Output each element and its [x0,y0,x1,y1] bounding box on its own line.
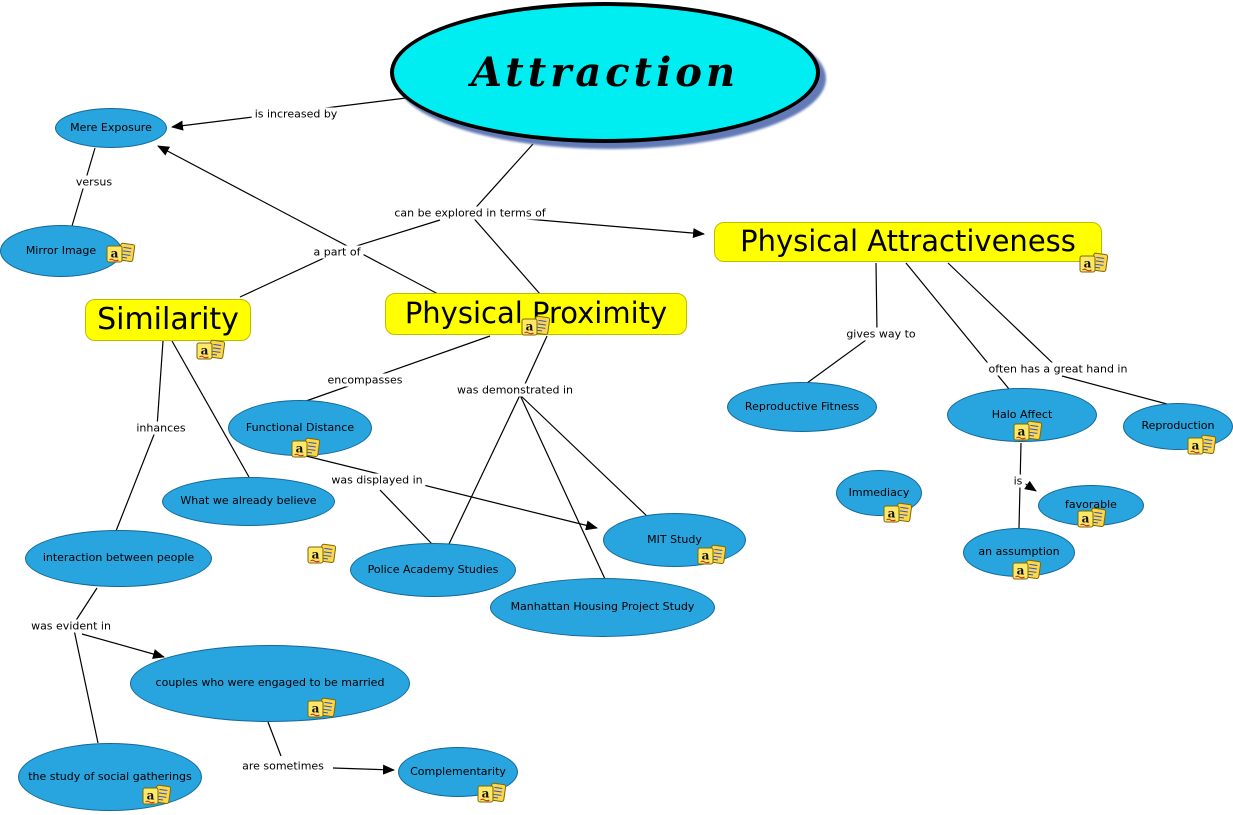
resource-annotation-icon[interactable]: a [1077,506,1109,531]
resource-annotation-icon[interactable]: a [307,542,339,567]
resource-annotation-icon[interactable]: a [291,436,323,461]
edge [1023,480,1037,492]
link-label[interactable]: is increased by [251,107,341,121]
svg-text:a: a [312,548,320,562]
node-reproductive-fitness[interactable]: Reproductive Fitness [727,382,877,432]
node-label: MIT Study [647,532,702,546]
svg-text:a: a [147,789,155,803]
node-label: favorable [1065,498,1117,512]
link-label[interactable]: encompasses [324,373,406,387]
node-label: Functional Distance [245,420,355,434]
svg-text:a: a [296,442,304,456]
svg-text:a: a [482,787,490,801]
node-label: Reproduction [1141,419,1215,433]
node-study-of-social-gatherings[interactable]: the study of social gatherings [18,743,202,811]
edge [806,262,878,384]
svg-text:a: a [312,702,320,716]
node-label: Similarity [97,301,239,337]
node-label: What we already believe [180,494,317,508]
node-complementarity[interactable]: Complementarity [398,747,518,797]
svg-text:a: a [702,549,710,563]
edge [448,335,548,545]
resource-annotation-icon[interactable]: a [697,543,729,568]
resource-annotation-icon[interactable]: a [477,781,509,806]
svg-text:a: a [888,507,896,521]
node-mit-study[interactable]: MIT Study [603,513,746,567]
node-interaction-between-people[interactable]: interaction between people [25,530,212,587]
svg-text:a: a [1082,512,1090,526]
node-physical-attractiveness[interactable]: Physical Attractiveness [714,222,1102,262]
svg-text:a: a [526,320,534,334]
edge [157,145,439,295]
edge [519,394,650,519]
node-label: Police Academy Studies [367,562,499,576]
svg-text:a: a [201,344,209,358]
edge [332,764,395,775]
node-label: Halo Affect [991,407,1053,421]
resource-annotation-icon[interactable]: a [883,501,915,526]
edge [301,454,598,531]
link-label[interactable]: was evident in [28,619,114,633]
svg-text:a: a [1017,564,1025,578]
link-label[interactable]: a part of [310,245,364,259]
svg-text:a: a [1018,425,1026,439]
node-couples-engaged[interactable]: couples who were engaged to be married [130,645,410,722]
link-label[interactable]: are sometimes [239,759,327,773]
link-label[interactable]: is [1010,474,1026,488]
resource-annotation-icon[interactable]: a [1013,419,1045,444]
resource-annotation-icon[interactable]: a [196,338,228,363]
link-label[interactable]: was demonstrated in [453,383,577,397]
node-label: an assumption [978,545,1060,559]
edge [72,587,99,744]
node-attraction[interactable]: Attraction [390,2,820,143]
resource-annotation-icon[interactable]: a [521,314,553,339]
node-label: Manhattan Housing Project Study [510,600,695,614]
node-mirror-image[interactable]: Mirror Image [0,225,122,277]
node-label: Reproductive Fitness [744,399,860,413]
resource-annotation-icon[interactable]: a [1012,558,1044,583]
edge [519,394,606,580]
node-label: interaction between people [42,551,195,565]
resource-annotation-icon[interactable]: a [1187,433,1219,458]
link-label[interactable]: gives way to [843,327,919,341]
link-label[interactable]: versus [72,175,116,189]
resource-annotation-icon[interactable]: a [142,783,174,808]
node-label: the study of social gatherings [28,769,192,783]
node-what-we-already-believe[interactable]: What we already believe [162,477,335,526]
node-label: Mere Exposure [70,120,152,134]
node-physical-proximity[interactable]: Physical Proximity [385,293,687,335]
root-node-label: Attraction [470,48,740,96]
resource-annotation-icon[interactable]: a [106,241,138,266]
link-label[interactable]: can be explored in terms of [391,206,549,220]
link-label[interactable]: was displayed in [328,473,426,487]
svg-text:a: a [111,247,119,261]
resource-annotation-icon[interactable]: a [1079,251,1111,276]
link-label[interactable]: inhances [133,421,189,435]
node-mere-exposure[interactable]: Mere Exposure [55,108,167,148]
edge [379,489,433,545]
node-label: Complementarity [410,764,506,778]
svg-text:a: a [1084,257,1092,271]
node-manhattan-housing-project-study[interactable]: Manhattan Housing Project Study [490,578,715,637]
node-police-academy-studies[interactable]: Police Academy Studies [350,543,516,597]
link-label[interactable]: often has a great hand in [985,362,1131,376]
node-label: Physical Attractiveness [740,224,1076,259]
node-label: Mirror Image [25,243,97,257]
node-label: Immediacy [848,485,910,499]
edge [267,721,282,757]
node-similarity[interactable]: Similarity [85,299,251,341]
edge [115,340,164,532]
resource-annotation-icon[interactable]: a [307,696,339,721]
edge [947,262,1063,373]
edge [81,633,165,659]
edge [239,219,441,298]
node-an-assumption[interactable]: an assumption [963,528,1075,577]
node-label: couples who were engaged to be married [155,676,385,690]
svg-text:a: a [1192,439,1200,453]
node-immediacy[interactable]: Immediacy [836,470,922,516]
